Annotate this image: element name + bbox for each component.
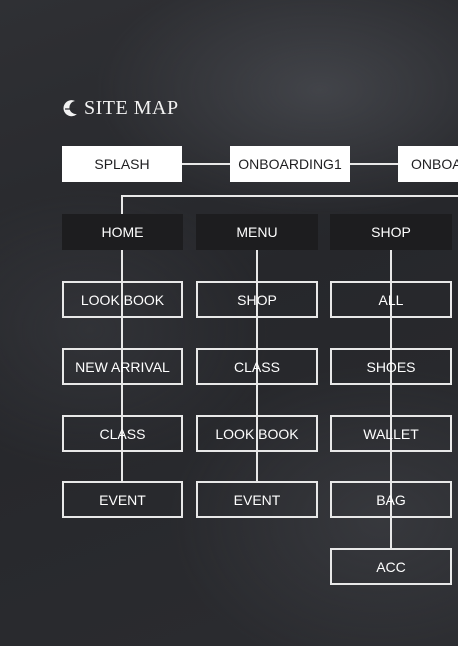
shop-acc-node: ACC [330, 548, 452, 585]
crescent-logo-icon [63, 100, 77, 117]
shop-wallet-node: WALLET [330, 415, 452, 452]
page-title: SITE MAP [84, 96, 179, 119]
home-header-node: HOME [62, 214, 183, 250]
home-event-node: EVENT [62, 481, 183, 518]
home-new-arrival-node: NEW ARRIVAL [62, 348, 183, 385]
menu-shop-node: SHOP [196, 281, 318, 318]
column-line [390, 250, 392, 549]
connector-line [350, 163, 398, 165]
menu-lookbook-node: LOOK BOOK [196, 415, 318, 452]
branch-line [121, 195, 458, 197]
home-class-node: CLASS [62, 415, 183, 452]
menu-class-node: CLASS [196, 348, 318, 385]
shop-bag-node: BAG [330, 481, 452, 518]
site-map-title-group: SITE MAP [62, 96, 179, 120]
shop-all-node: ALL [330, 281, 452, 318]
home-lookbook-node: LOOK BOOK [62, 281, 183, 318]
column-line [256, 250, 258, 482]
onboarding1-node: ONBOARDING1 [230, 146, 350, 182]
shop-header-node: SHOP [330, 214, 452, 250]
shop-shoes-node: SHOES [330, 348, 452, 385]
connector-line [182, 163, 230, 165]
branch-drop-line [121, 195, 123, 214]
menu-event-node: EVENT [196, 481, 318, 518]
onboarding2-node: ONBOA [398, 146, 458, 182]
menu-header-node: MENU [196, 214, 318, 250]
splash-node: SPLASH [62, 146, 182, 182]
column-line [121, 250, 123, 482]
